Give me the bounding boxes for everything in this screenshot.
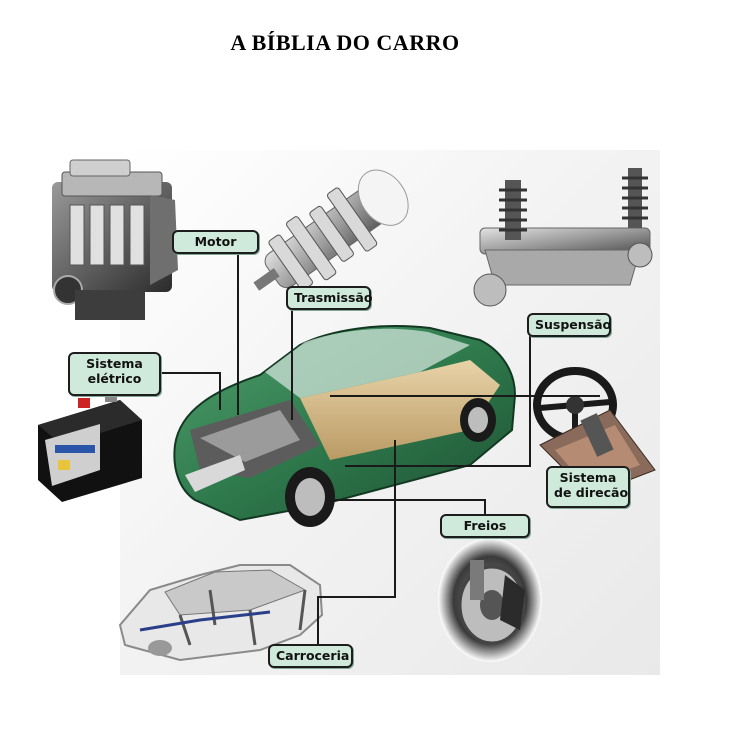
label-sistema-direcao: Sistema de direcão	[546, 466, 630, 508]
suspension-icon	[473, 168, 653, 307]
label-carroceria-text: Carroceria	[276, 648, 350, 663]
brake-disc-icon	[438, 538, 542, 662]
label-freios: Freios	[440, 514, 530, 538]
car-cutaway-icon	[173, 325, 517, 527]
label-suspensao: Suspensão	[527, 313, 611, 337]
label-motor-text: Motor	[194, 234, 237, 249]
label-suspensao-text: Suspensão	[535, 317, 612, 332]
label-motor: Motor	[172, 230, 259, 254]
label-transmissao-text: Trasmissão	[294, 290, 373, 305]
battery-icon	[38, 392, 142, 502]
car-body-frame-icon	[118, 564, 324, 662]
label-freios-text: Freios	[463, 518, 507, 533]
engine-icon	[52, 159, 178, 320]
label-sistema-direcao-line2: de direcão	[554, 485, 629, 500]
label-sistema-eletrico-line2: elétrico	[87, 371, 142, 386]
label-sistema-direcao-line1: Sistema	[559, 470, 617, 485]
label-transmissao: Trasmissão	[286, 286, 373, 310]
label-sistema-eletrico-line1: Sistema	[86, 356, 143, 371]
label-sistema-eletrico: Sistema elétrico	[68, 352, 161, 396]
page-title: A BÍBLIA DO CARRO	[230, 30, 460, 55]
label-carroceria: Carroceria	[268, 644, 353, 668]
